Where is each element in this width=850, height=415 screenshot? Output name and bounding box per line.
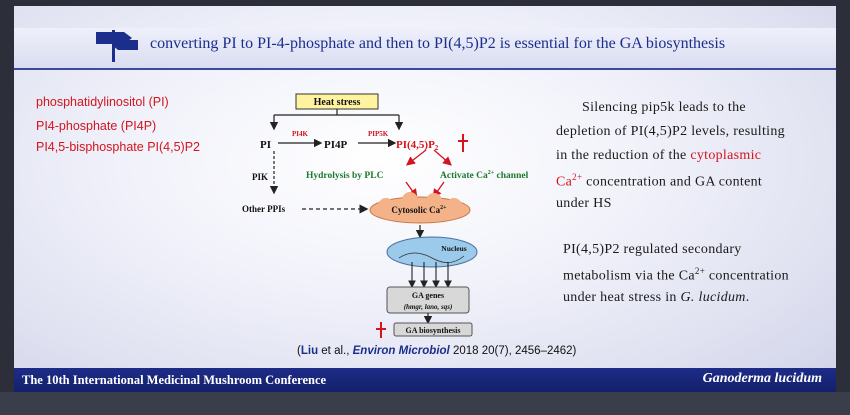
pi4k-enzyme: PI4K — [292, 130, 309, 138]
activate-channel-label: Activate Ca2+ channel — [440, 170, 529, 181]
para1-line4: Ca2+ concentration and GA content — [556, 172, 763, 190]
heat-stress-label: Heat stress — [314, 97, 361, 108]
pathway-diagram: Heat stress PI PI4K PI4P PIP5K PI(4,5)P2… — [242, 93, 529, 338]
para1-line3: in the reduction of the cytoplasmic — [556, 148, 762, 163]
signpost-icon — [96, 30, 138, 62]
red-cross-icon — [458, 134, 468, 152]
nucleus-shape — [386, 236, 478, 268]
para1-line5: under HS — [556, 196, 612, 211]
ga-genes-sub: (hmgr, lano, sqs) — [404, 303, 453, 311]
red-cross-icon-2 — [376, 322, 386, 338]
para1-line2: depletion of PI(4,5)P2 levels, resulting — [556, 124, 785, 139]
para2-line3: under heat stress in G. lucidum. — [563, 290, 750, 305]
ga-biosynthesis-box — [393, 322, 473, 337]
definition-pip2: PI4,5-bisphosphate PI(4,5)P2 — [36, 140, 200, 154]
title-underline — [14, 68, 836, 70]
para2-line1: PI(4,5)P2 regulated secondary — [563, 242, 742, 257]
para1-line1: Silencing pip5k leads to the — [582, 100, 746, 115]
definition-pi4p: PI4-phosphate (PI4P) — [36, 119, 157, 133]
para2-line2: metabolism via the Ca2+ concentration — [563, 266, 789, 284]
slide-title: converting PI to PI-4-phosphate and then… — [150, 35, 726, 52]
pik-label: PIK — [252, 172, 268, 182]
hydrolysis-label: Hydrolysis by PLC — [306, 171, 384, 181]
cytosolic-ca-cloud — [369, 192, 471, 224]
ga-biosynthesis-label: GA biosynthesis — [406, 326, 461, 335]
nucleus-label: Nucleus — [441, 244, 467, 253]
slide: converting PI to PI-4-phosphate and then… — [14, 6, 836, 392]
cytosolic-ca-label: Cytosolic Ca2+ — [391, 205, 447, 215]
screen-base — [0, 392, 850, 415]
pi4p-node: PI4P — [324, 139, 348, 151]
ga-genes-label: GA genes — [412, 291, 444, 300]
title-bar — [14, 28, 836, 70]
definition-pi: phosphatidylinositol (PI) — [36, 95, 169, 109]
footer-bar: The 10th International Medicinal Mushroo… — [14, 368, 836, 392]
other-ppis-label: Other PPIs — [242, 204, 286, 214]
species-name: Ganoderma lucidum — [702, 371, 822, 386]
pip5k-enzyme: PIP5K — [368, 130, 389, 138]
pip2-node: PI(4,5)P2 — [396, 139, 439, 152]
citation: (Liu et al., Environ Microbiol 2018 20(7… — [297, 345, 577, 357]
pi-node: PI — [260, 139, 271, 151]
conference-name: The 10th International Medicinal Mushroo… — [22, 373, 327, 387]
